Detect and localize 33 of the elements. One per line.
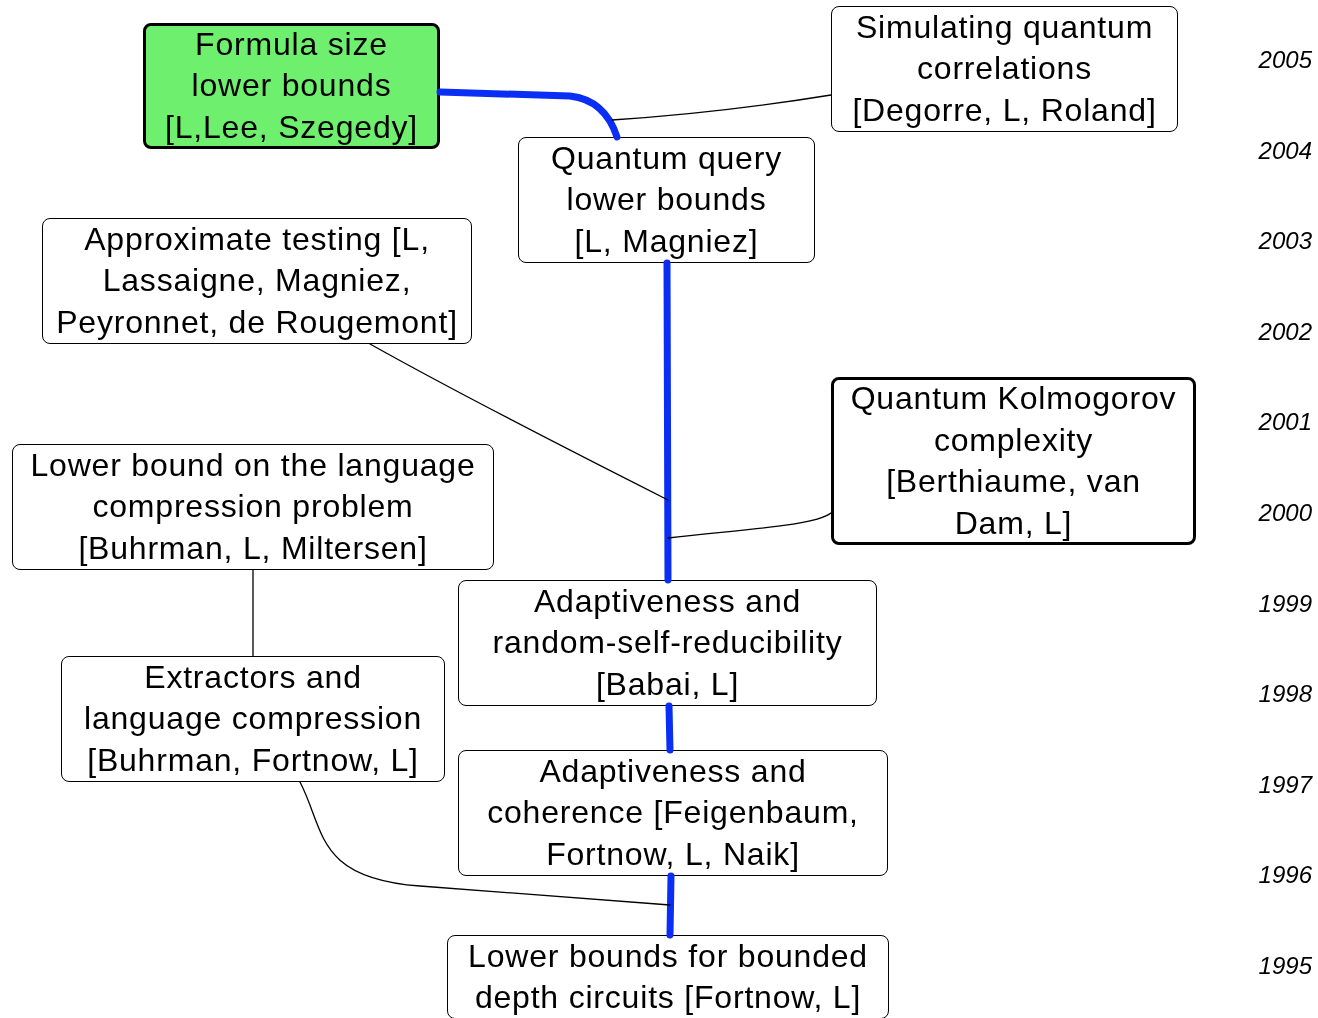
- year-label: 1996: [1257, 861, 1312, 890]
- paper-title: Quantum query lower bounds [L, Magniez]: [550, 138, 783, 261]
- paper-box: [458, 580, 877, 706]
- year-label: 2000: [1257, 499, 1312, 527]
- year-label: 2002: [1257, 317, 1312, 346]
- connector-line: [665, 702, 674, 754]
- year-label: 2003: [1257, 227, 1312, 256]
- paper-title: Quantum Kolmogorov complexity [Berthiaume, van Dam, L]: [849, 379, 1178, 543]
- connector-line: [666, 872, 675, 939]
- year-label: 2001: [1257, 408, 1312, 437]
- paper-title: Lower bounds for bounded depth circuits [Fortnow, L]: [467, 936, 869, 1017]
- connector-line: [252, 569, 254, 657]
- paper-box: [458, 750, 888, 876]
- paper-title: Extractors and language compression [Buhrman, Fortnow, L]: [83, 657, 423, 780]
- year-label: 1997: [1257, 770, 1312, 799]
- paper-title: Adaptiveness and coherence [Feigenbaum, Fortnow, L, Naik]: [486, 751, 860, 874]
- year-label: 2005: [1257, 46, 1312, 74]
- paper-box: [518, 137, 815, 263]
- connector-line: [299, 781, 671, 906]
- paper-title: Approximate testing [L, Lassaigne, Magniez, Peyronnet, de Rougemont]: [55, 219, 459, 342]
- paper-box: [143, 23, 440, 149]
- paper-title: Lower bound on the language compression problem [Buhrman, L, Miltersen]: [29, 445, 477, 568]
- connector-line: [667, 512, 832, 539]
- paper-title: Simulating quantum correlations [Degorre, L, Roland]: [851, 7, 1158, 130]
- connector-line: [611, 94, 832, 121]
- paper-title: Adaptiveness and random-self-reducibility [Babai, L]: [491, 581, 844, 704]
- connector-line: [369, 343, 669, 501]
- year-label: 1999: [1257, 589, 1312, 618]
- year-label: 2004: [1257, 136, 1312, 165]
- connector-line: [663, 259, 672, 584]
- year-label: 1998: [1257, 680, 1312, 709]
- paper-title: Formula size lower bounds [L,Lee, Szegedy]: [164, 24, 419, 147]
- year-label: 1995: [1257, 952, 1312, 980]
